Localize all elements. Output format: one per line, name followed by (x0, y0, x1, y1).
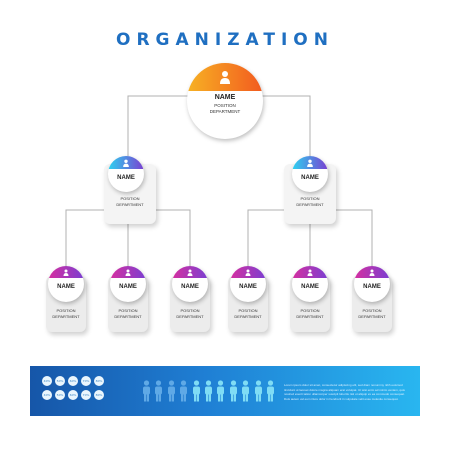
staff-position: POSITION (56, 308, 76, 313)
page-title: ORGANIZATION (116, 30, 334, 50)
manager-department: DEPARTMENT (116, 202, 144, 207)
connector-left-1 (65, 209, 106, 268)
person-figure-icon (241, 380, 250, 407)
manager-name: NAME (301, 175, 319, 181)
person-figure-icon (266, 380, 275, 407)
stat-circle: 80% (94, 390, 104, 400)
person-figure-icon (229, 380, 238, 407)
manager-name: NAME (117, 175, 135, 181)
staff-position: POSITION (180, 308, 200, 313)
org-node-staff-6[interactable]: NAME POSITION DEPARTMENT (352, 266, 392, 332)
person-icon (307, 269, 313, 276)
staff-circle: NAME (292, 266, 328, 302)
top-name: NAME (214, 94, 236, 101)
connector-top-right (260, 95, 311, 158)
connector-top-left (127, 95, 190, 158)
stat-circle: 50% (55, 376, 65, 386)
staff-circle: NAME (230, 266, 266, 302)
staff-name: NAME (301, 284, 319, 290)
org-node-staff-4[interactable]: NAME POSITION DEPARTMENT (228, 266, 268, 332)
stat-circle: 60% (68, 390, 78, 400)
staff-department: DEPARTMENT (52, 314, 80, 319)
staff-department: DEPARTMENT (114, 314, 142, 319)
org-node-staff-1[interactable]: NAME POSITION DEPARTMENT (46, 266, 86, 332)
staff-circle: NAME (172, 266, 208, 302)
staff-name: NAME (119, 284, 137, 290)
staff-circle: NAME (110, 266, 146, 302)
person-icon (307, 159, 313, 167)
person-figure-icon (154, 380, 163, 407)
person-icon (123, 159, 129, 167)
manager-circle: NAME (108, 156, 144, 192)
person-icon (125, 269, 131, 276)
top-position: POSITION (214, 103, 236, 108)
person-figure-icon (179, 380, 188, 407)
org-node-manager-right[interactable]: NAME POSITION DEPARTMENT (284, 152, 336, 224)
staff-position: POSITION (118, 308, 138, 313)
person-figure-icon (216, 380, 225, 407)
person-icon (220, 71, 230, 84)
top-circle: NAME POSITION DEPARTMENT (187, 63, 263, 139)
stat-circle: 80% (94, 376, 104, 386)
top-department: DEPARTMENT (209, 109, 241, 114)
staff-position: POSITION (362, 308, 382, 313)
person-figure-icon (167, 380, 176, 407)
staff-position: POSITION (300, 308, 320, 313)
stat-circle: 60% (68, 376, 78, 386)
stat-circle: 70% (81, 376, 91, 386)
person-icon (187, 269, 193, 276)
connector-left-3 (150, 209, 191, 268)
stat-circle: 70% (81, 390, 91, 400)
org-node-manager-left[interactable]: NAME POSITION DEPARTMENT (104, 152, 156, 224)
org-node-staff-5[interactable]: NAME POSITION DEPARTMENT (290, 266, 330, 332)
connector-right-1 (247, 209, 290, 268)
staff-name: NAME (57, 284, 75, 290)
banner-body-text: Lorem ipsum dolor sit amet, consectetur … (284, 383, 405, 401)
staff-department: DEPARTMENT (234, 314, 262, 319)
staff-name: NAME (181, 284, 199, 290)
manager-position: POSITION (120, 196, 140, 201)
manager-circle: NAME (292, 156, 328, 192)
manager-department: DEPARTMENT (296, 202, 324, 207)
person-icon (369, 269, 375, 276)
staff-department: DEPARTMENT (296, 314, 324, 319)
staff-circle: NAME (48, 266, 84, 302)
person-icon (63, 269, 69, 276)
staff-circle: NAME (354, 266, 390, 302)
stat-circle: 50% (55, 390, 65, 400)
staff-position: POSITION (238, 308, 258, 313)
person-figure-icon (254, 380, 263, 407)
org-node-top[interactable]: NAME POSITION DEPARTMENT (187, 63, 263, 139)
staff-department: DEPARTMENT (176, 314, 204, 319)
person-figure-icon (142, 380, 151, 407)
person-icon (245, 269, 251, 276)
stat-circle: 40% (42, 390, 52, 400)
staff-name: NAME (239, 284, 257, 290)
info-banner: 40% 50% 60% 70% 80% 40% 50% 60% 70% 80% … (30, 366, 420, 416)
stat-circle: 40% (42, 376, 52, 386)
person-figure-icon (204, 380, 213, 407)
person-figure-icon (192, 380, 201, 407)
org-node-staff-3[interactable]: NAME POSITION DEPARTMENT (170, 266, 210, 332)
staff-department: DEPARTMENT (358, 314, 386, 319)
connector-right-3 (332, 209, 373, 268)
staff-name: NAME (363, 284, 381, 290)
org-node-staff-2[interactable]: NAME POSITION DEPARTMENT (108, 266, 148, 332)
manager-position: POSITION (300, 196, 320, 201)
